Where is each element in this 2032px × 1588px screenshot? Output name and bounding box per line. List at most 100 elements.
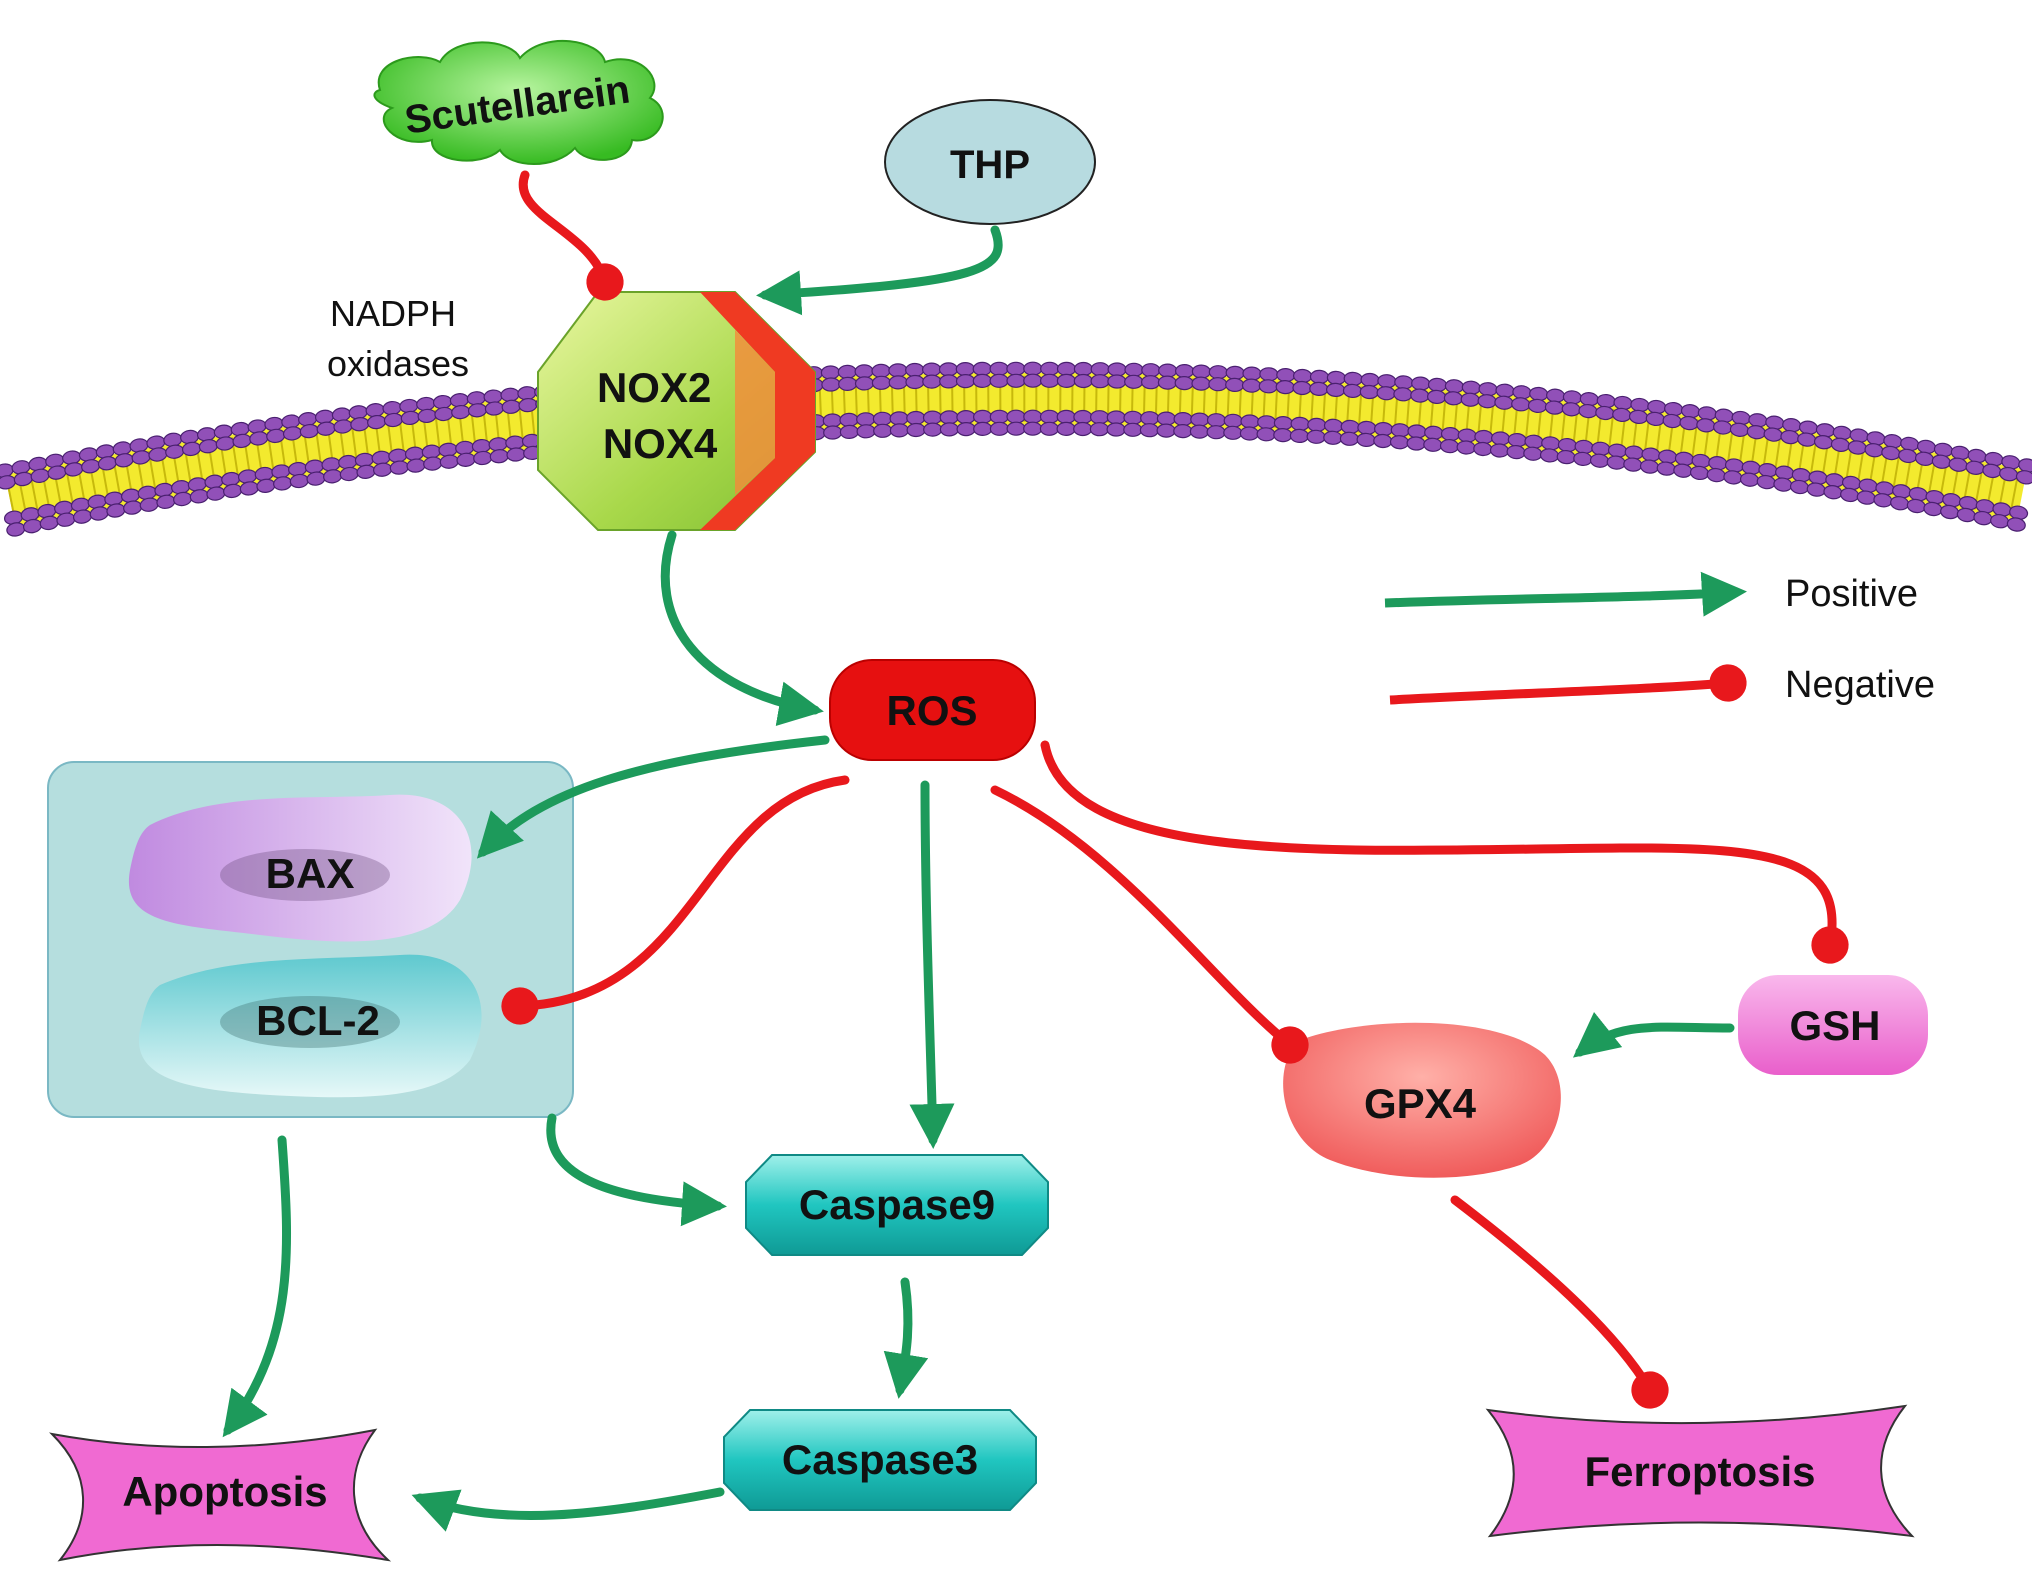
phospholipid-head — [1309, 369, 1330, 385]
edge-ros-gpx4 — [990, 785, 1309, 1064]
gsh-label: GSH — [1789, 1002, 1880, 1049]
phospholipid-head — [856, 424, 876, 439]
phospholipid-head — [1290, 416, 1310, 432]
phospholipid-head — [1273, 415, 1293, 431]
nox-labels: NOX2 NOX4 — [597, 364, 723, 467]
nox2-label: NOX2 — [597, 364, 711, 411]
phospholipid-head — [1173, 423, 1193, 439]
phospholipid-head — [1141, 363, 1161, 378]
phospholipid-head — [1107, 362, 1127, 377]
phospholipid-head — [1156, 423, 1176, 438]
phospholipid-head — [1206, 425, 1226, 440]
phospholipid-head — [1089, 422, 1109, 437]
bax-shape — [128, 794, 472, 942]
phospholipid-head — [2006, 517, 2026, 532]
phospholipid-head — [938, 362, 959, 377]
phospholipid-head — [1056, 373, 1076, 389]
phospholipid-head — [1323, 418, 1344, 433]
phospholipid-head — [1339, 431, 1359, 446]
phospholipid-head — [972, 373, 992, 389]
phospholipid-head — [1289, 428, 1309, 444]
edge-nox-ros — [660, 530, 824, 726]
phospholipid-head — [939, 374, 959, 389]
phospholipid-head — [1259, 367, 1279, 382]
phospholipid-head — [1242, 366, 1262, 381]
phospholipid-head — [989, 409, 1009, 424]
phospholipid-head — [1174, 375, 1194, 391]
phospholipid-head — [822, 413, 842, 428]
phospholipid-head — [1141, 375, 1161, 390]
phospholipid-head — [1276, 367, 1296, 383]
phospholipid-head — [1240, 414, 1260, 429]
phospholipid-head — [837, 364, 857, 380]
ferroptosis-shape — [1485, 1404, 1915, 1538]
legend-positive-line — [1384, 571, 1747, 617]
ros-label: ROS — [886, 687, 977, 734]
phospholipid-head — [905, 374, 925, 390]
bcl2-shadow — [220, 996, 400, 1048]
phospholipid-head — [1206, 413, 1227, 428]
phospholipid-head — [922, 374, 942, 389]
phospholipid-head — [1309, 381, 1329, 397]
phospholipid-head — [1223, 413, 1243, 428]
phospholipid-head — [1258, 379, 1278, 394]
phospholipid-head — [1189, 424, 1209, 439]
phospholipid-head — [956, 421, 976, 437]
phospholipid-head — [823, 425, 843, 440]
phospholipid-head — [1056, 421, 1076, 437]
phospholipid-head — [1106, 422, 1126, 437]
phospholipid-head — [989, 373, 1009, 388]
phospholipid-head — [1175, 363, 1195, 379]
phospholipid-head — [939, 410, 959, 425]
edge-ros-bax — [476, 735, 830, 859]
phospholipid-head — [906, 422, 926, 438]
thp-node: THP — [884, 99, 1096, 225]
edge-gpx4-ferroptosis — [1450, 1195, 1669, 1409]
phospholipid-head — [1006, 421, 1026, 436]
phospholipid-head — [838, 376, 858, 392]
phospholipid-head — [888, 375, 908, 390]
phospholipid-head — [1225, 377, 1245, 393]
phospholipid-head — [1158, 363, 1178, 378]
nox-orange-edge — [735, 330, 775, 495]
phospholipid-head — [1023, 409, 1043, 424]
gsh-node: GSH — [1738, 975, 1928, 1075]
gpx4-label: GPX4 — [1364, 1080, 1477, 1127]
ferroptosis-label: Ferroptosis — [1584, 1448, 1815, 1495]
phospholipid-head — [1356, 432, 1376, 448]
phospholipid-head — [1256, 427, 1276, 442]
phospholipid-head — [889, 423, 909, 438]
phospholipid-head — [821, 377, 841, 392]
phospholipid-head — [1073, 409, 1093, 425]
caspase3-octagon — [723, 1409, 1037, 1511]
phospholipid-head — [1090, 410, 1110, 425]
phospholipid-head — [1359, 384, 1379, 400]
phospholipid-head — [1139, 423, 1159, 438]
phospholipid-head — [854, 364, 874, 379]
ros-box — [829, 659, 1036, 761]
legend-positive-label: Positive — [1785, 573, 1918, 615]
edge-gsh-gpx4 — [1572, 1011, 1735, 1058]
phospholipid-head — [889, 411, 909, 426]
phospholipid-head — [989, 361, 1009, 376]
gsh-box — [1738, 975, 1928, 1075]
edge-complex-caspase9 — [546, 1113, 727, 1227]
phospholipid-head — [1073, 361, 1093, 377]
nadph-label-line2: oxidases — [327, 343, 469, 384]
edges — [222, 170, 1849, 1532]
phospholipid-head — [1257, 415, 1277, 430]
phospholipid-head — [1124, 362, 1144, 377]
phospholipid-head — [922, 410, 943, 425]
phospholipid-head — [1157, 375, 1177, 390]
nox4-label: NOX4 — [603, 420, 718, 467]
phospholipid-head — [1056, 361, 1077, 377]
phospholipid-head — [1156, 411, 1176, 426]
caspase3-node: Caspase3 — [723, 1409, 1037, 1511]
phospholipid-head — [1225, 365, 1245, 381]
phospholipid-head — [1191, 376, 1211, 391]
phospholipid-head — [873, 423, 893, 438]
phospholipid-head — [1342, 383, 1363, 399]
phospholipid-head — [1190, 412, 1210, 427]
membrane-lipid-tails — [4, 372, 2027, 526]
phospholipid-head — [1040, 373, 1060, 388]
